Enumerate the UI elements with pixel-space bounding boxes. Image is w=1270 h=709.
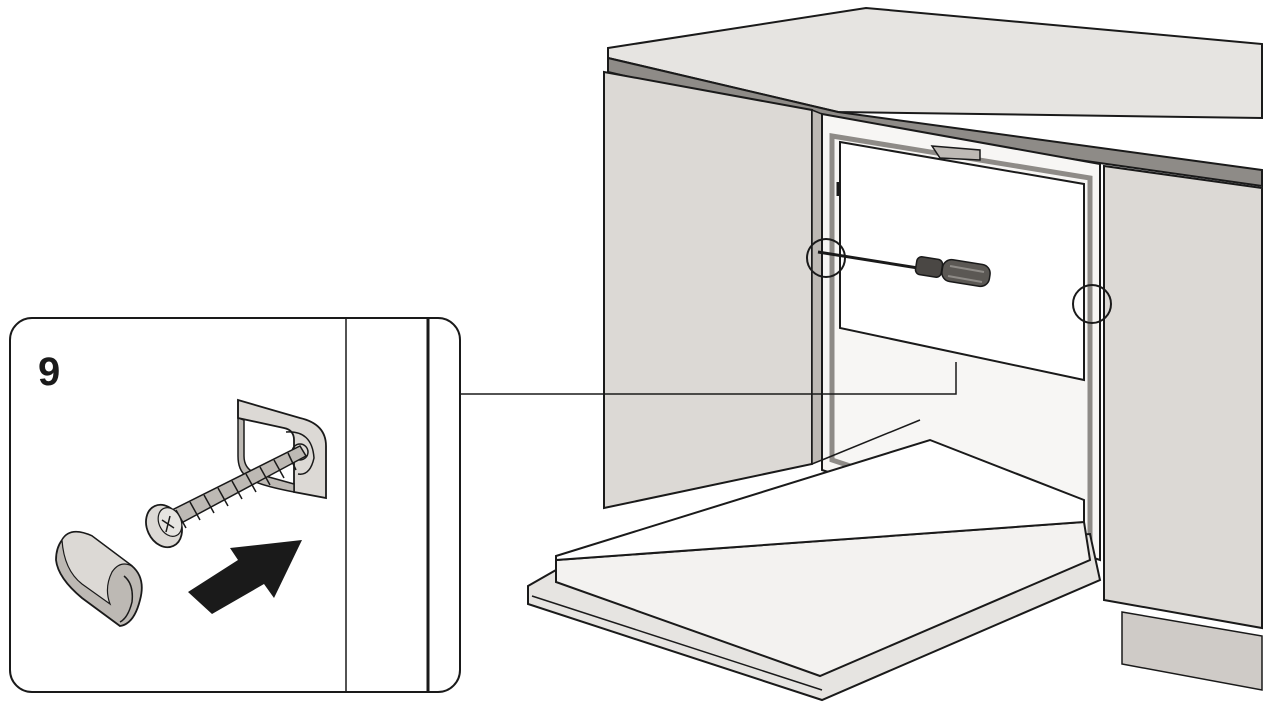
top-latch bbox=[930, 145, 981, 161]
door-edge-line bbox=[531, 595, 823, 691]
right-cabinet-plinth bbox=[1121, 611, 1263, 691]
left-cabinet-panel bbox=[603, 70, 813, 510]
callout-frame bbox=[9, 317, 461, 693]
step-number: 9 bbox=[38, 350, 61, 394]
screwdriver-icon bbox=[817, 250, 991, 288]
dishwasher-door bbox=[527, 438, 1102, 702]
screw-cap-icon bbox=[55, 530, 143, 627]
callout-leader-line bbox=[458, 362, 957, 395]
detail-callout bbox=[9, 317, 461, 693]
screw-icon bbox=[145, 445, 308, 549]
left-cabinet-side bbox=[811, 108, 823, 466]
tub-floor-line bbox=[821, 419, 921, 461]
highlight-circle-icon bbox=[806, 238, 846, 278]
countertop bbox=[607, 6, 1263, 188]
arrow-icon bbox=[188, 540, 302, 614]
right-cabinet-panel bbox=[1103, 164, 1263, 630]
highlight-circle-icon bbox=[1072, 284, 1112, 324]
dishwasher-tub bbox=[821, 112, 1101, 562]
door-top-surface bbox=[555, 438, 1085, 562]
